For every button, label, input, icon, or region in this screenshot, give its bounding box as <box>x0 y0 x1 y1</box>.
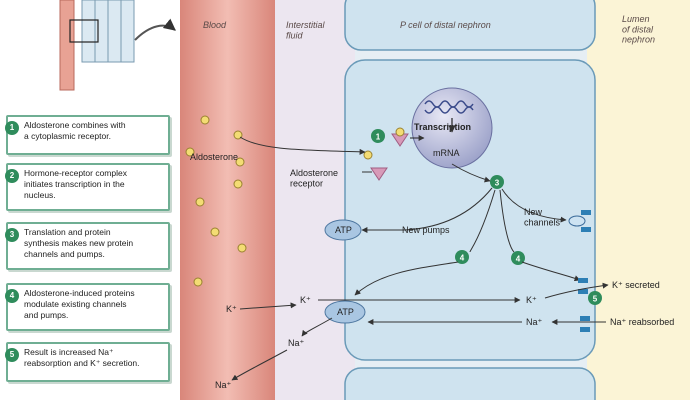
na-reabsorbed-label: Na⁺ reabsorbed <box>610 317 674 327</box>
svg-text:3: 3 <box>495 179 500 188</box>
zone-label-blood: Blood <box>203 20 227 30</box>
step-text-2: Hormone-receptor complex initiates trans… <box>24 168 127 200</box>
aldosterone-molecules <box>185 115 373 287</box>
k-label-blood: K⁺ <box>226 304 237 314</box>
step-box-3: 3 Translation and protein synthesis make… <box>5 222 170 270</box>
k-label-cell: K⁺ <box>526 295 537 305</box>
tubule-inset-illustration <box>59 0 176 91</box>
svg-text:4: 4 <box>516 255 521 264</box>
svg-text:1: 1 <box>376 133 381 142</box>
aldosterone-label: Aldosterone <box>190 152 238 162</box>
step-text-3: Translation and protein synthesis makes … <box>24 227 134 259</box>
svg-text:5: 5 <box>593 295 598 304</box>
transcription-label: Transcription <box>414 122 471 132</box>
step-box-2: 2 Hormone-receptor complex initiates tra… <box>5 163 170 211</box>
step-number-1: 1 <box>5 121 19 135</box>
k-secreted-label: K⁺ secreted <box>612 280 660 290</box>
step-number-5: 5 <box>5 348 19 362</box>
aldosterone-receptor-shape <box>370 167 388 181</box>
k-label-interstitial: K⁺ <box>300 295 311 305</box>
na-label-interstitial: Na⁺ <box>288 338 305 348</box>
atp-label-1: ATP <box>335 225 352 235</box>
step-number-4: 4 <box>5 289 19 303</box>
step-box-1: 1 Aldosterone combines with a cytoplasmi… <box>5 115 170 155</box>
apical-channels <box>578 278 590 332</box>
interstitial-zone <box>275 0 355 400</box>
atp-label-2: ATP <box>337 307 354 317</box>
blood-vessel <box>180 0 275 400</box>
step-text-5: Result is increased Na⁺ reabsorption and… <box>24 347 140 368</box>
existing-pump-atp <box>324 300 366 324</box>
new-pump-atp <box>324 219 362 241</box>
new-channel <box>568 215 586 227</box>
step-number-2: 2 <box>5 169 19 183</box>
step-box-4: 4 Aldosterone-induced proteins modulate … <box>5 283 170 331</box>
step-box-5: 5 Result is increased Na⁺ reabsorption a… <box>5 342 170 382</box>
step-text-4: Aldosterone-induced proteins modulate ex… <box>24 288 135 320</box>
lumen-zone <box>587 0 690 400</box>
new-pumps-label: New pumps <box>402 225 450 235</box>
step-number-3: 3 <box>5 228 19 242</box>
upper-cell <box>344 0 596 51</box>
lower-cell <box>344 367 596 400</box>
svg-text:4: 4 <box>460 254 465 263</box>
na-label-cell: Na⁺ <box>526 317 543 327</box>
mrna-label: mRNA <box>433 148 460 158</box>
zone-label-pcell: P cell of distal nephron <box>400 20 491 30</box>
na-label-blood: Na⁺ <box>215 380 232 390</box>
step-text-1: Aldosterone combines with a cytoplasmic … <box>24 120 126 141</box>
